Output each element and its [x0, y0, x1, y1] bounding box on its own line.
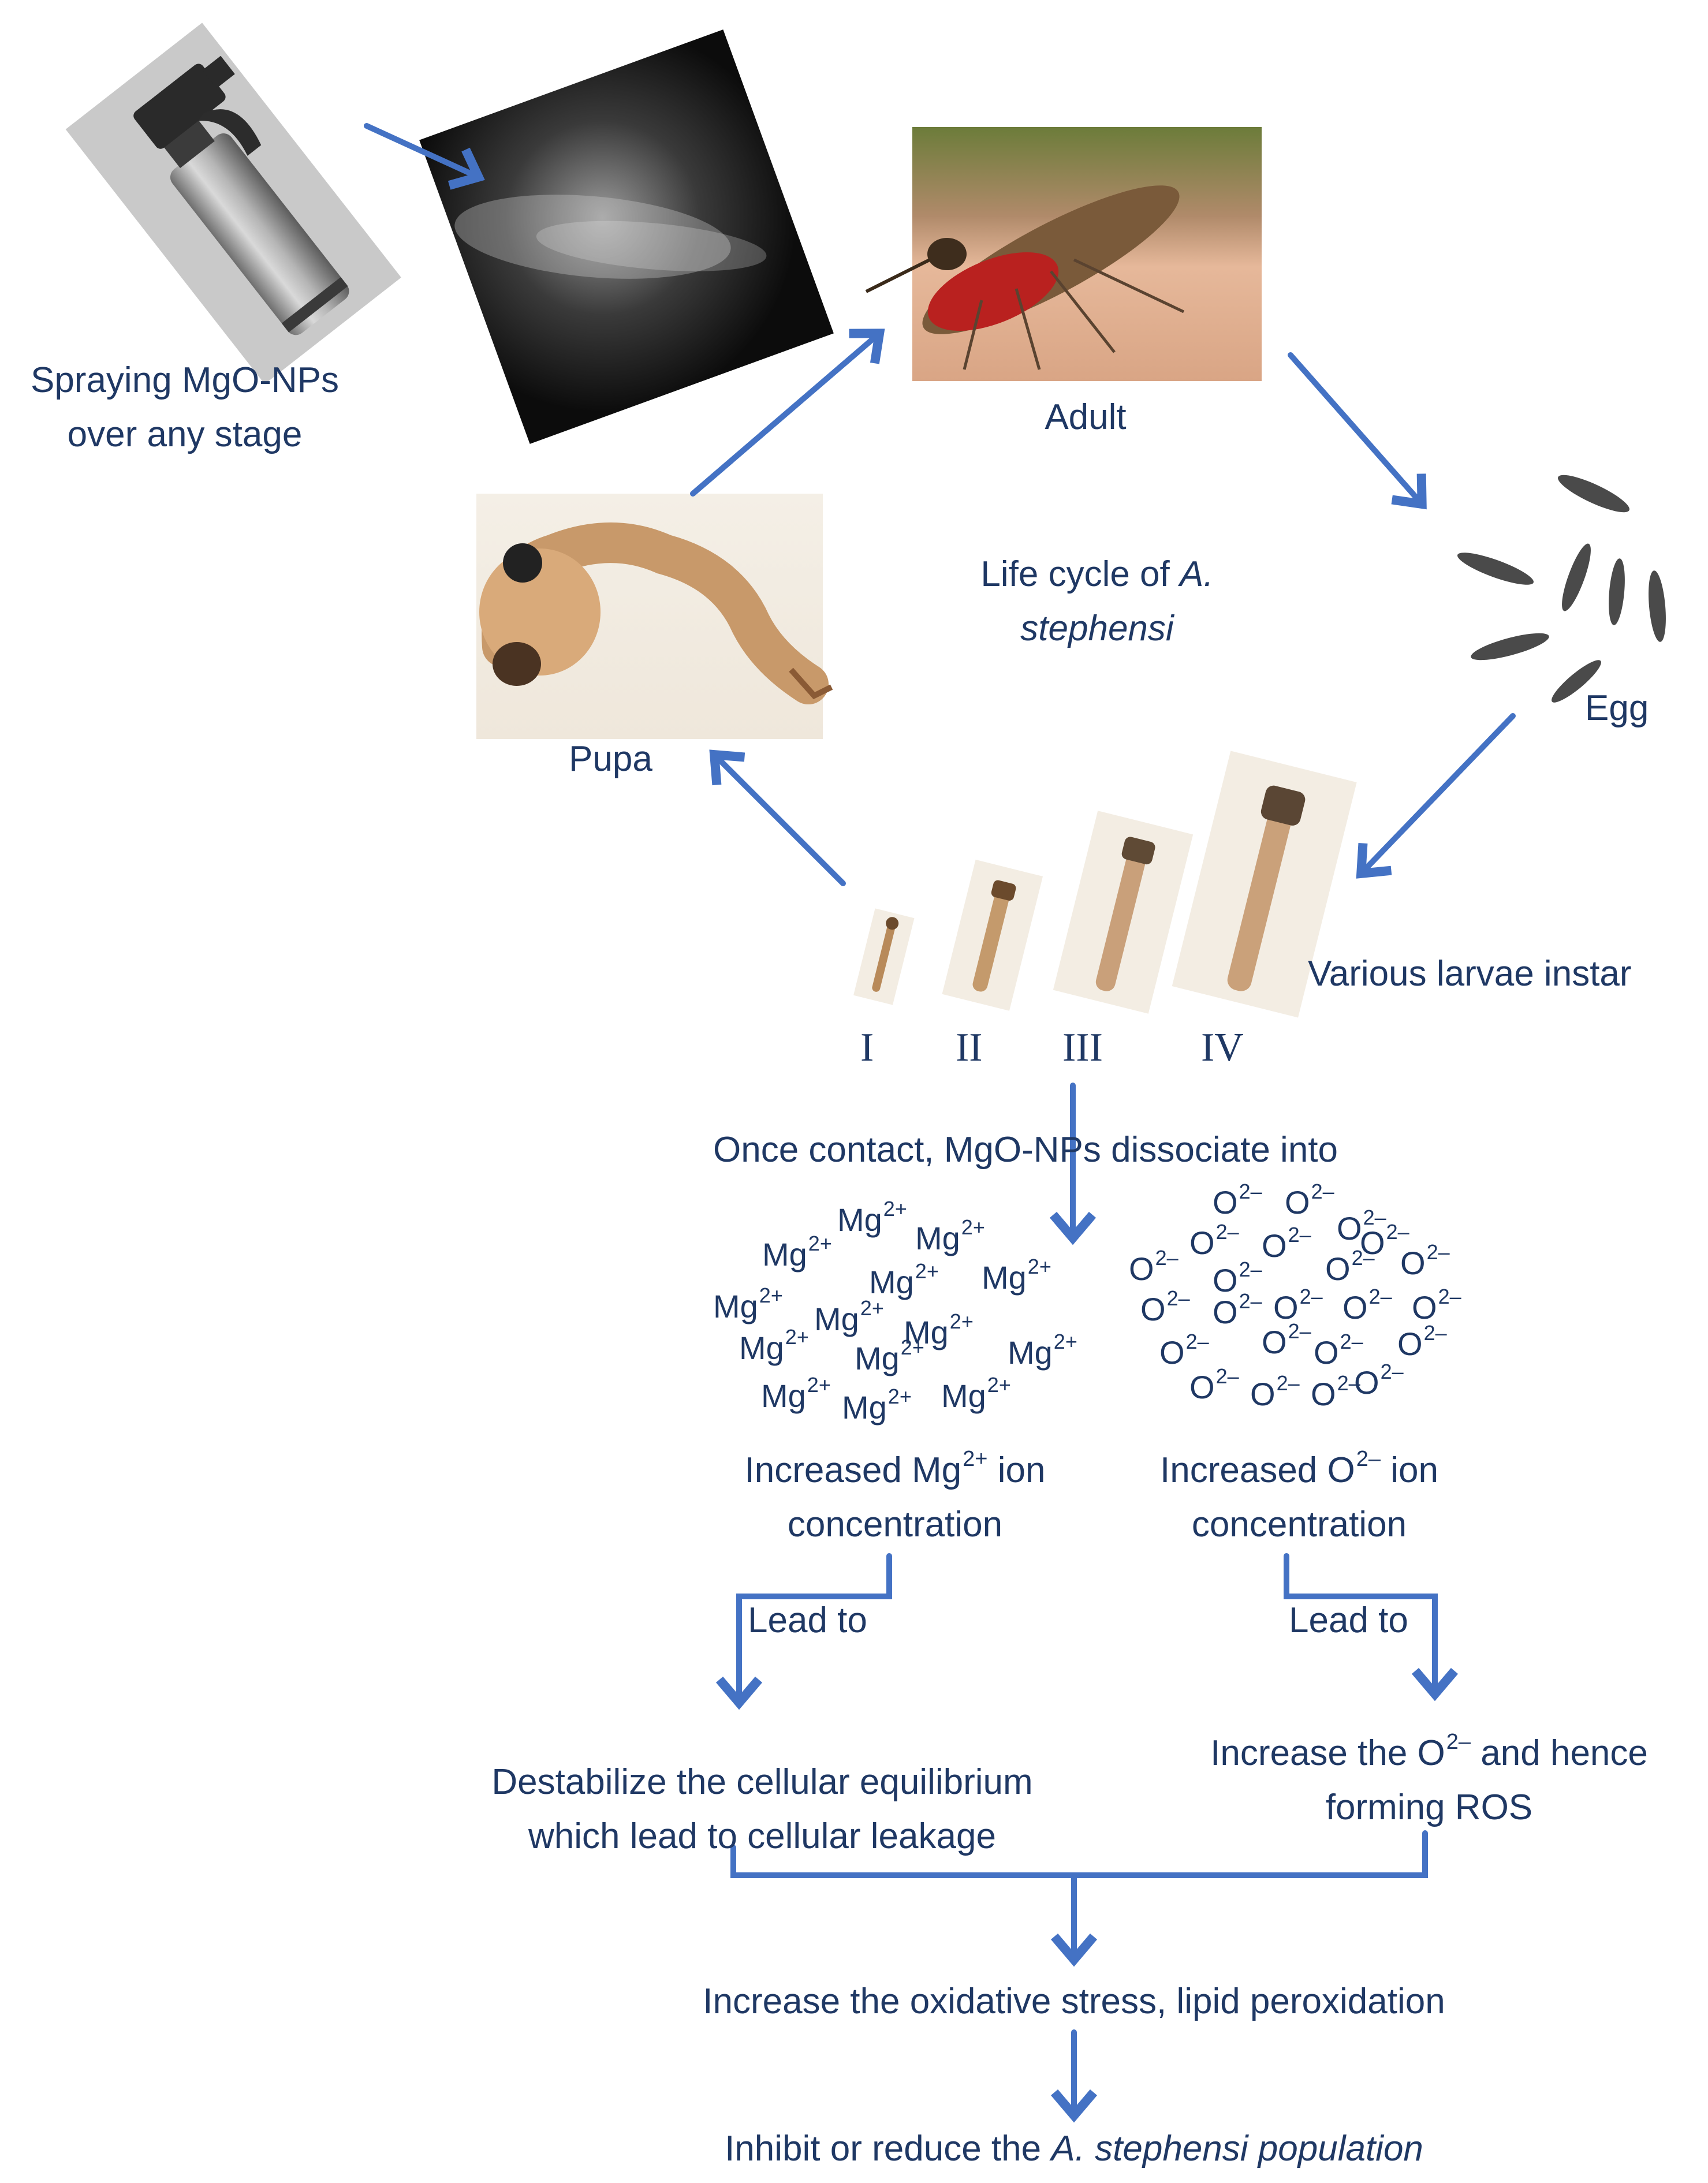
mg-ion: Mg2+: [842, 1385, 912, 1426]
o-ion: O2–: [1285, 1180, 1334, 1221]
lead-to-left-label: Lead to: [748, 1600, 867, 1640]
arrow-egg-to-larvae: [1356, 713, 1516, 879]
o-ion: O2–: [1311, 1371, 1360, 1413]
o-ion: O2–: [1140, 1286, 1190, 1328]
o-ion: O2–: [1129, 1246, 1179, 1288]
o-ion: O2–: [1397, 1321, 1447, 1363]
adult-mosquito-image: [865, 127, 1262, 381]
spray-bottle-image: [65, 23, 401, 385]
pupa-image: [476, 494, 833, 739]
egg-label: Egg: [1585, 688, 1649, 728]
o-ion: O2–: [1250, 1371, 1300, 1413]
o-ion: O2–: [1189, 1364, 1239, 1406]
o-ion: O2–: [1354, 1360, 1404, 1401]
arrow-merge: [730, 1830, 1428, 1878]
o-concentration-label: Increased O2– ion concentration: [1160, 1447, 1438, 1544]
larvae-images: [853, 751, 1357, 1018]
o-ion: O2–: [1360, 1220, 1409, 1262]
larvae-label: Various larvae instar: [1308, 954, 1632, 994]
o-ion: O2–: [1400, 1240, 1450, 1282]
mg-ion: Mg2+: [869, 1259, 939, 1301]
arrow-larvae-to-pupa: [709, 749, 846, 886]
inhibit-label: Inhibit or reduce the A. stephensi popul…: [725, 2129, 1423, 2169]
larva-instar-3: [1053, 811, 1194, 1014]
arrow-pupa-to-adult: [690, 329, 885, 497]
mg-ion: Mg2+: [941, 1373, 1011, 1415]
eggs-image: [1457, 475, 1666, 703]
arrow-spray-to-mist: [364, 123, 485, 190]
o-ion: O2–: [1189, 1220, 1239, 1262]
mg-ion: Mg2+: [855, 1335, 924, 1377]
o-ion: O2–: [1213, 1180, 1262, 1221]
o-ion: O2–: [1262, 1223, 1311, 1264]
mg-ion: Mg2+: [739, 1325, 809, 1367]
destabilize-label: Destabilize the cellular equilibrium whi…: [491, 1762, 1033, 1856]
pupa-label: Pupa: [569, 739, 652, 779]
o-ion: O2–: [1262, 1319, 1311, 1361]
mg-ion: Mg2+: [1008, 1330, 1077, 1371]
life-cycle-label: Life cycle of A. stephensi: [980, 554, 1214, 648]
mg-ion: Mg2+: [915, 1215, 985, 1257]
arrows: [364, 123, 1516, 2123]
instar-label-1: I: [860, 1025, 874, 1070]
mg-ion: Mg2+: [762, 1232, 832, 1273]
o-ion: O2–: [1337, 1206, 1386, 1247]
arrow-adult-to-egg: [1288, 352, 1427, 510]
o-ion: O2–: [1213, 1257, 1262, 1299]
instar-label-4: IV: [1201, 1025, 1244, 1070]
spray-label: Spraying MgO-NPs over any stage: [30, 360, 340, 454]
larva-instar-4: [1172, 751, 1357, 1018]
arrow-mg-lead-to: [715, 1553, 892, 1710]
mg-ion: Mg2+: [904, 1309, 974, 1351]
instar-label-3: III: [1062, 1025, 1103, 1070]
o-ion: O2–: [1314, 1330, 1363, 1371]
mg-ion: Mg2+: [761, 1373, 831, 1415]
ros-label: Increase the O2– and hence forming ROS: [1210, 1730, 1648, 1827]
arrow-o-lead-to: [1284, 1553, 1459, 1701]
mg-ion: Mg2+: [713, 1283, 783, 1325]
mist-image: [419, 29, 834, 444]
dissociate-label: Once contact, MgO-NPs dissociate into: [713, 1130, 1338, 1170]
mg-ion: Mg2+: [814, 1296, 884, 1338]
o-ion: O2–: [1325, 1246, 1375, 1288]
o-ion: O2–: [1342, 1285, 1392, 1326]
o-ion: O2–: [1412, 1285, 1461, 1326]
mg-ion: Mg2+: [982, 1255, 1051, 1296]
larva-instar-2: [942, 859, 1043, 1011]
adult-label: Adult: [1045, 397, 1127, 437]
larva-instar-1: [853, 908, 915, 1005]
mg-concentration-label: Increased Mg2+ ion concentration: [744, 1447, 1046, 1544]
mg-ion: Mg2+: [837, 1197, 907, 1238]
o-ion: O2–: [1273, 1285, 1323, 1326]
lead-to-right-label: Lead to: [1289, 1600, 1408, 1640]
o-ion: O2–: [1213, 1289, 1262, 1331]
o-ion: O2–: [1159, 1330, 1209, 1371]
oxidative-stress-label: Increase the oxidative stress, lipid per…: [703, 1982, 1445, 2021]
instar-label-2: II: [956, 1025, 983, 1070]
